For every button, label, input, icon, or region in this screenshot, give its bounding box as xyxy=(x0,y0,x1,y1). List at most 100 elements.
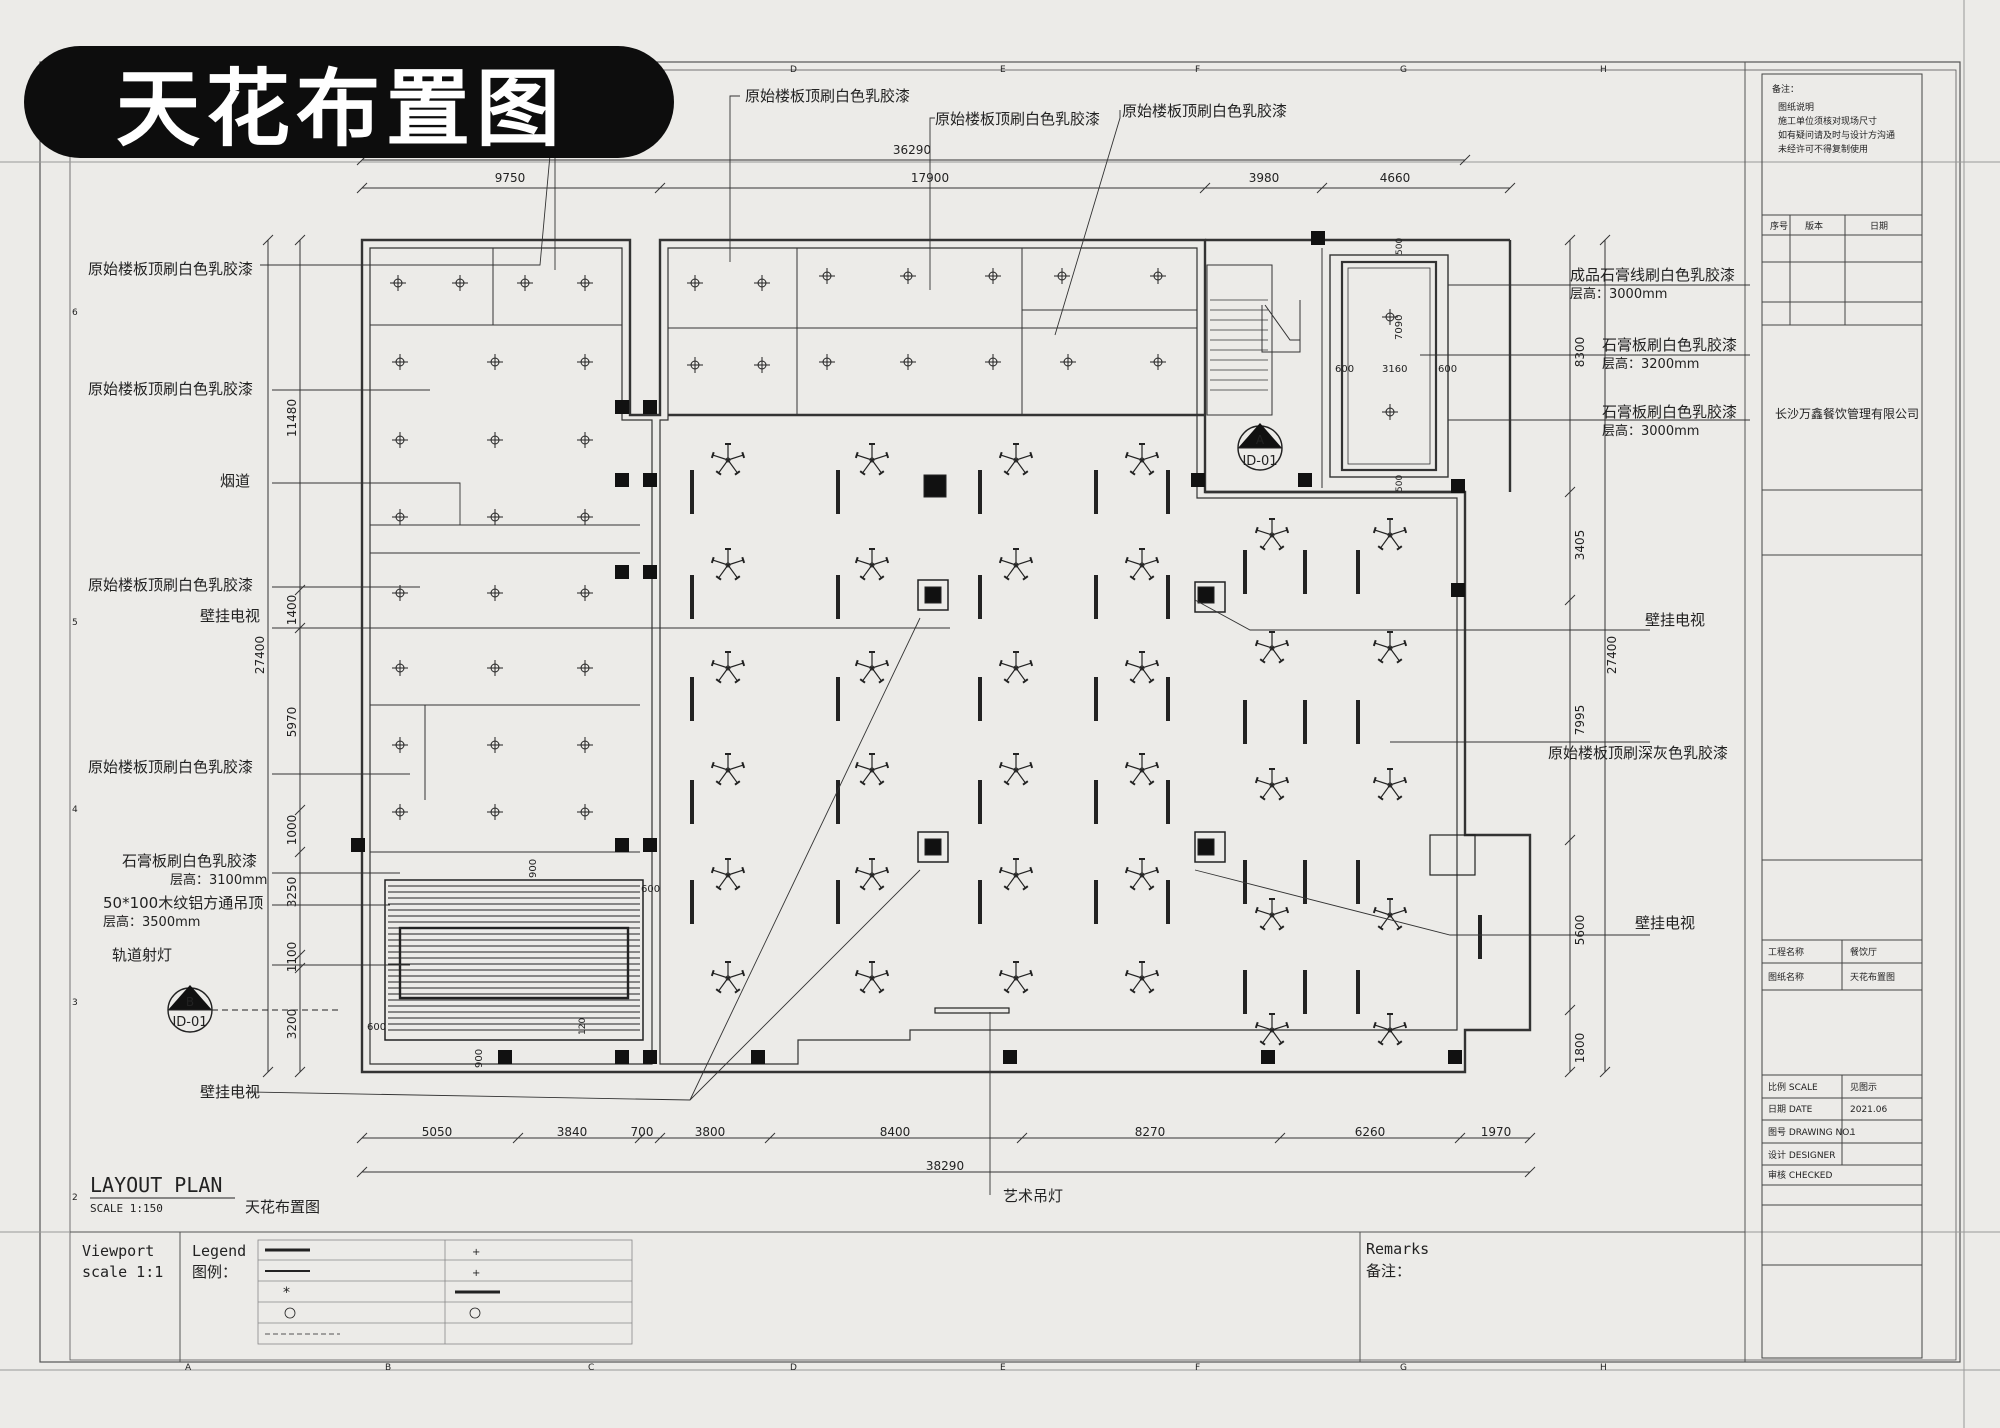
downlight-icon xyxy=(392,432,408,448)
downlight-icon xyxy=(487,804,503,820)
plan-title: LAYOUT PLAN SCALE 1:150 天花布置图 xyxy=(90,1173,320,1216)
tb-row-3-key: 比例 SCALE xyxy=(1768,1081,1818,1093)
dim-bottom-7: 6260 xyxy=(1355,1125,1386,1139)
grid-left-1: 6 xyxy=(72,308,78,318)
section-b-letter: B xyxy=(186,995,194,1009)
dim-right-1: 8300 xyxy=(1573,337,1587,368)
strip-light xyxy=(978,575,982,619)
label-left-3: 烟道 xyxy=(220,472,250,490)
grid-bottom-7: G xyxy=(1400,1363,1407,1373)
pendant-light-icon xyxy=(854,548,890,581)
label-left-5: 壁挂电视 xyxy=(200,607,260,625)
pendant-light-icon xyxy=(998,443,1034,476)
strip-light xyxy=(1356,970,1360,1014)
grid-left-2: 5 xyxy=(72,618,78,628)
dim-inner-600c: 600 xyxy=(641,884,660,895)
downlight-icon xyxy=(487,509,503,525)
stair-room xyxy=(1206,264,1301,416)
strip-light xyxy=(836,470,840,514)
tb-rev-2: 版本 xyxy=(1805,220,1823,232)
downlight-icon xyxy=(687,357,703,373)
column xyxy=(351,838,365,852)
strip-light xyxy=(1166,575,1170,619)
downlight-icon xyxy=(1382,404,1398,420)
dimension-tick xyxy=(1564,234,1576,246)
column xyxy=(1298,473,1312,487)
downlight-icon xyxy=(392,509,408,525)
downlight-icon xyxy=(1054,268,1070,284)
callout-labels: 原始楼板顶刷白色乳胶漆 原始楼板顶刷白色乳胶漆 原始楼板顶刷白色乳胶漆 原始楼板… xyxy=(88,87,1737,1205)
top-room-grid xyxy=(369,248,1197,853)
column xyxy=(1451,583,1465,597)
pendant-light-icon xyxy=(710,443,746,476)
tb-rev-3: 日期 xyxy=(1870,221,1888,232)
pendant-light-icon xyxy=(854,443,890,476)
downlight-icon xyxy=(390,275,406,291)
strip-light xyxy=(978,780,982,824)
dim-inner-900b: 900 xyxy=(474,1049,485,1068)
strip-light xyxy=(1478,915,1482,959)
tb-row-5-val: 1 xyxy=(1850,1128,1856,1138)
column xyxy=(615,473,629,487)
tb-row-2-key: 图纸名称 xyxy=(1768,971,1804,983)
tb-row-4-val: 2021.06 xyxy=(1850,1105,1887,1115)
dim-left-4: 1000 xyxy=(285,815,299,846)
grid-bottom-3: C xyxy=(588,1363,594,1373)
label-right-2a: 石膏板刷白色乳胶漆 xyxy=(1602,336,1737,354)
dim-inner-3160: 3160 xyxy=(1382,364,1407,375)
label-top-3: 原始楼板顶刷白色乳胶漆 xyxy=(1122,102,1287,120)
dimension-tick xyxy=(1564,486,1576,498)
grid-top-5: H xyxy=(1600,65,1607,75)
dim-bottom-total: 38290 xyxy=(926,1159,964,1173)
strip-light xyxy=(1094,780,1098,824)
pendant-light-icon xyxy=(854,858,890,891)
tb-row-6-key: 设计 DESIGNER xyxy=(1768,1149,1836,1161)
downlights xyxy=(390,268,1398,820)
tb-note-2: 施工单位须核对现场尺寸 xyxy=(1778,115,1877,127)
dim-left-2: 1400 xyxy=(285,595,299,626)
dim-right-3: 7995 xyxy=(1573,705,1587,736)
pendant-light-icon xyxy=(710,651,746,684)
svg-text:+: + xyxy=(472,1247,480,1258)
tb-note-3: 如有疑问请及时与设计方沟通 xyxy=(1778,129,1895,141)
grid-bottom-8: H xyxy=(1600,1363,1607,1373)
legend-label-cn: 图例： xyxy=(192,1263,237,1281)
label-left-9: 轨道射灯 xyxy=(112,946,172,964)
downlight-icon xyxy=(487,660,503,676)
downlight-icon xyxy=(1150,268,1166,284)
dim-top-1: 9750 xyxy=(495,171,526,185)
label-right-1a: 成品石膏线刷白色乳胶漆 xyxy=(1570,266,1735,284)
column xyxy=(1003,1050,1017,1064)
tb-row-5-key: 图号 DRAWING NO. xyxy=(1768,1127,1852,1138)
pendant-light-icon xyxy=(998,651,1034,684)
column xyxy=(1448,1050,1462,1064)
pendant-light-icon xyxy=(1124,961,1160,994)
downlight-icon xyxy=(577,660,593,676)
dim-top-4: 4660 xyxy=(1380,171,1411,185)
dimension-tick xyxy=(262,234,274,246)
grid-top-2: E xyxy=(1000,65,1006,75)
downlight-icon xyxy=(487,585,503,601)
pendant-light-icon xyxy=(998,961,1034,994)
pendant-light-icon xyxy=(1372,898,1408,931)
dim-bottom-3: 700 xyxy=(631,1125,654,1139)
strip-light xyxy=(1303,860,1307,904)
dim-inner-120: 120 xyxy=(578,1018,588,1035)
tb-row-4-key: 日期 DATE xyxy=(1768,1104,1813,1115)
dim-bottom-5: 8400 xyxy=(880,1125,911,1139)
label-top-1: 原始楼板顶刷白色乳胶漆 xyxy=(745,87,910,105)
column xyxy=(615,1050,629,1064)
label-right-3b: 层高：3000mm xyxy=(1602,423,1699,439)
pendant-light-icon xyxy=(1124,443,1160,476)
tb-row-1-val: 餐饮厅 xyxy=(1850,946,1877,958)
strip-light xyxy=(1094,470,1098,514)
pendant-light-icon xyxy=(1254,768,1290,801)
strip-light xyxy=(690,677,694,721)
dimension-tick xyxy=(294,846,306,858)
dimension-tick xyxy=(1274,1132,1286,1144)
pendant-light-icon xyxy=(1124,858,1160,891)
strip-light xyxy=(836,677,840,721)
strip-light xyxy=(690,880,694,924)
downlight-icon xyxy=(452,275,468,291)
